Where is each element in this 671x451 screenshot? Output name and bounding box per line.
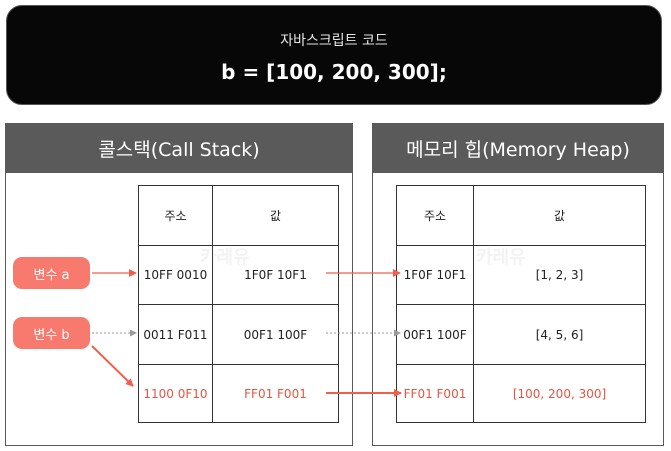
heap-value-cell: [1, 2, 3] bbox=[535, 268, 584, 282]
value-header: 값 bbox=[553, 209, 566, 223]
stack-address-cell: 10FF 0010 bbox=[139, 246, 213, 304]
table-row-highlighted: FF01 F001 [100, 200, 300] bbox=[397, 364, 645, 422]
call-stack-title: 콜스택(Call Stack) bbox=[6, 124, 352, 173]
variable-b-pill: 변수 b bbox=[13, 317, 90, 349]
code-caption: 자바스크립트 코드 bbox=[280, 33, 388, 49]
address-header: 주소 bbox=[139, 186, 213, 245]
heap-value-cell: [4, 5, 6] bbox=[535, 327, 584, 342]
heap-address-cell: 00F1 100F bbox=[397, 305, 474, 364]
stack-value-cell: 00F1 100F bbox=[243, 327, 308, 342]
code-banner: 자바스크립트 코드 b = [100, 200, 300]; bbox=[6, 5, 662, 105]
memory-heap-table: 주소 값 1F0F 10F1 [1, 2, 3] 00F1 100F [4, 5… bbox=[396, 185, 646, 423]
arrow-var-b-to-new bbox=[91, 345, 134, 387]
table-header-row: 주소 값 bbox=[139, 186, 338, 245]
table-header-row: 주소 값 bbox=[397, 186, 645, 245]
stack-address-cell: 1100 0F10 bbox=[139, 365, 213, 422]
table-row: 00F1 100F [4, 5, 6] bbox=[397, 304, 645, 364]
heap-address-cell: 1F0F 10F1 bbox=[397, 246, 474, 304]
table-row: 0011 F011 00F1 100F bbox=[139, 304, 338, 364]
watermark-heap: 카레유 bbox=[476, 247, 526, 268]
stack-value-cell: 1F0F 10F1 bbox=[244, 268, 307, 282]
table-row-highlighted: 1100 0F10 FF01 F001 bbox=[139, 364, 338, 422]
heap-value-cell: [100, 200, 300] bbox=[512, 386, 607, 401]
code-line: b = [100, 200, 300]; bbox=[221, 60, 447, 84]
call-stack-table: 주소 값 10FF 0010 1F0F 10F1 0011 F011 00F1 … bbox=[138, 185, 339, 423]
stack-value-cell: FF01 F001 bbox=[244, 386, 307, 401]
stack-address-cell: 0011 F011 bbox=[139, 305, 213, 364]
table-row: 10FF 0010 1F0F 10F1 bbox=[139, 245, 338, 304]
watermark-stack: 카레유 bbox=[200, 247, 250, 268]
table-row: 1F0F 10F1 [1, 2, 3] bbox=[397, 245, 645, 304]
heap-address-cell: FF01 F001 bbox=[397, 365, 474, 422]
memory-heap-title: 메모리 힙(Memory Heap) bbox=[373, 124, 663, 173]
value-header: 값 bbox=[269, 209, 282, 223]
address-header: 주소 bbox=[397, 186, 474, 245]
variable-a-pill: 변수 a bbox=[13, 257, 90, 289]
